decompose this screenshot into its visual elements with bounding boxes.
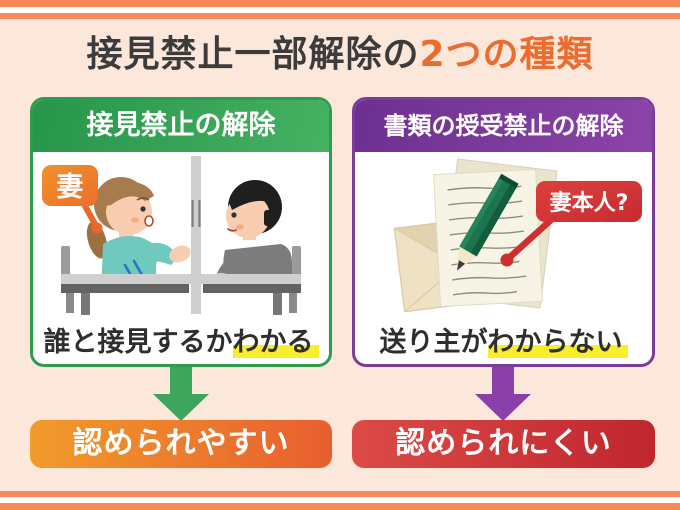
green-arrow-head — [153, 394, 209, 421]
purple-down-arrow — [475, 367, 531, 421]
purple-arrow-head — [475, 394, 531, 421]
left-result-badge: 認められやすい — [30, 420, 332, 468]
left-caption-plain: 誰と接見するか — [43, 327, 233, 358]
page-title-accent-text: 2つの種類 — [419, 34, 594, 75]
sender-bubble-pointer-dot — [500, 253, 514, 267]
right-caption-plain: 送り主が — [379, 327, 488, 358]
green-arrow-stem — [170, 367, 192, 394]
letter-front-sheet — [433, 168, 543, 308]
right-result-badge: 認められにくい — [352, 420, 655, 468]
left-card-header: 接見禁止の解除 — [33, 100, 329, 152]
page-title: 接見禁止一部解除の2つの種類 — [0, 33, 680, 77]
purple-arrow-stem — [492, 367, 514, 394]
right-card-caption: 送り主がわからない — [355, 320, 652, 359]
right-card-header: 書類の授受禁止の解除 — [355, 100, 652, 152]
wife-bubble-pointer — [82, 203, 98, 227]
left-caption-highlight: わかる — [232, 327, 319, 358]
left-card-body: 妻 誰と接見するかわかる — [33, 152, 329, 364]
right-card-documents-lift: 書類の授受禁止の解除 — [352, 97, 655, 367]
pencil — [457, 173, 519, 271]
table — [61, 274, 301, 315]
sender-question-bubble: 妻本人? — [500, 181, 642, 267]
left-card-caption: 誰と接見するかわかる — [33, 320, 329, 359]
letter-illustration: 妻本人? — [392, 158, 642, 313]
top-frame-stripes — [0, 0, 680, 19]
partition — [191, 156, 201, 314]
visitation-room-illustration: 妻 — [42, 156, 301, 315]
right-card-body: 妻本人? 送り主がわからない — [355, 152, 652, 364]
green-down-arrow — [153, 367, 209, 421]
page-title-dark-text: 接見禁止一部解除の — [86, 34, 420, 75]
bottom-frame-stripes — [0, 491, 680, 510]
wife-speech-bubble: 妻 — [42, 165, 103, 234]
sender-bubble-pointer — [506, 216, 555, 261]
left-card-visitation-lift: 接見禁止の解除 — [30, 97, 332, 367]
wife-bubble-pointer-dot — [91, 222, 103, 234]
right-caption-highlight: わからない — [487, 327, 628, 358]
wife-bubble-label: 妻 — [57, 172, 84, 203]
sender-bubble-label: 妻本人? — [550, 190, 629, 216]
